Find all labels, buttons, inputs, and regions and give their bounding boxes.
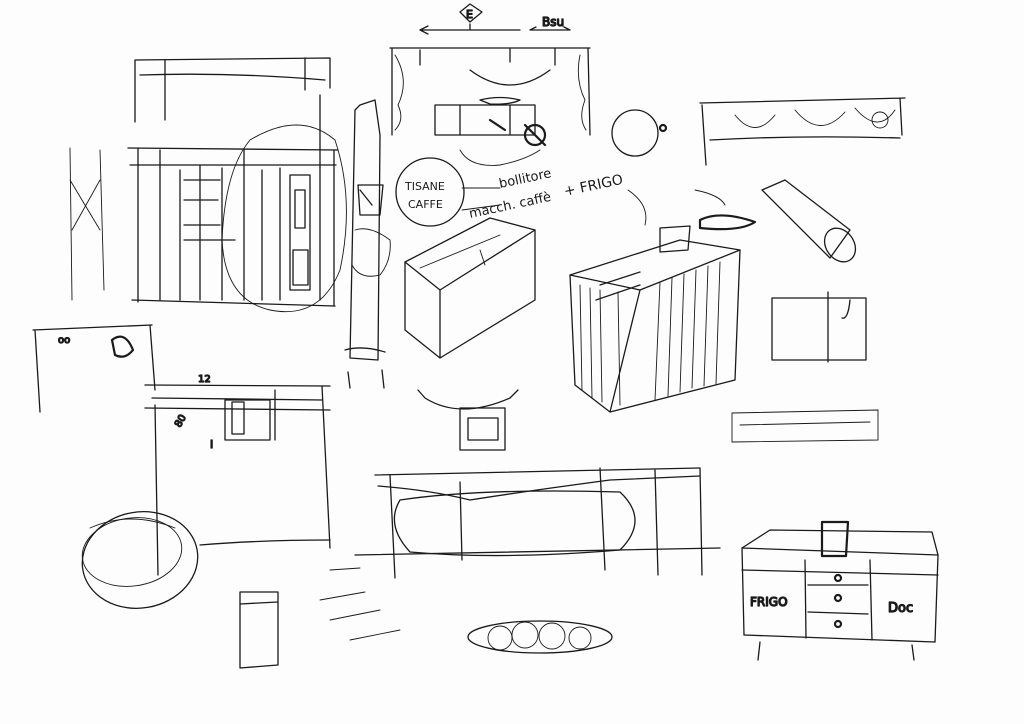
dim-e-label: E	[466, 8, 473, 21]
sketch-long-counter	[319, 467, 721, 641]
note-frigo: + FRIGO	[563, 172, 625, 200]
note-macch: macch. caffè	[468, 190, 553, 222]
drawer-frigo-label: FRIGO	[750, 595, 788, 609]
dim-b-label: Bsu	[542, 15, 564, 29]
sketch-hatched-counter	[569, 189, 757, 413]
sketch-shelf-with-bowls	[611, 97, 906, 166]
sketch-wall-cabinet-elevation	[69, 57, 347, 313]
sketch-top-view: E Bsu	[389, 3, 591, 166]
note-tisane-line2: CAFFE	[408, 198, 443, 211]
note-bollitore: bollitore	[498, 166, 553, 192]
sketch-chair	[417, 389, 519, 451]
sketch-pebbles	[467, 620, 613, 654]
sketch-note-bubble: TISANE CAFFE bollitore macch. caffè + FR…	[395, 157, 625, 227]
sketch-plan-dimensioned: 12 80 I	[81, 373, 331, 609]
drawer-doc-label: Doc	[888, 601, 913, 616]
sketch-column	[344, 99, 391, 389]
sketch-right-square	[731, 291, 879, 443]
sketch-narrow-cabinet	[239, 591, 279, 669]
dim-80-label: 80	[173, 413, 189, 430]
mark-oo: oo	[58, 335, 70, 346]
sketch-counter-box	[404, 217, 536, 359]
sketch-left-panel: oo	[32, 324, 156, 413]
sketch-tube	[761, 179, 857, 263]
sketch-desk-with-drawers: FRIGO Doc	[741, 520, 939, 661]
mark-i: I	[210, 438, 213, 451]
dim-12-label: 12	[198, 374, 211, 385]
note-tisane-line1: TISANE	[404, 180, 445, 193]
